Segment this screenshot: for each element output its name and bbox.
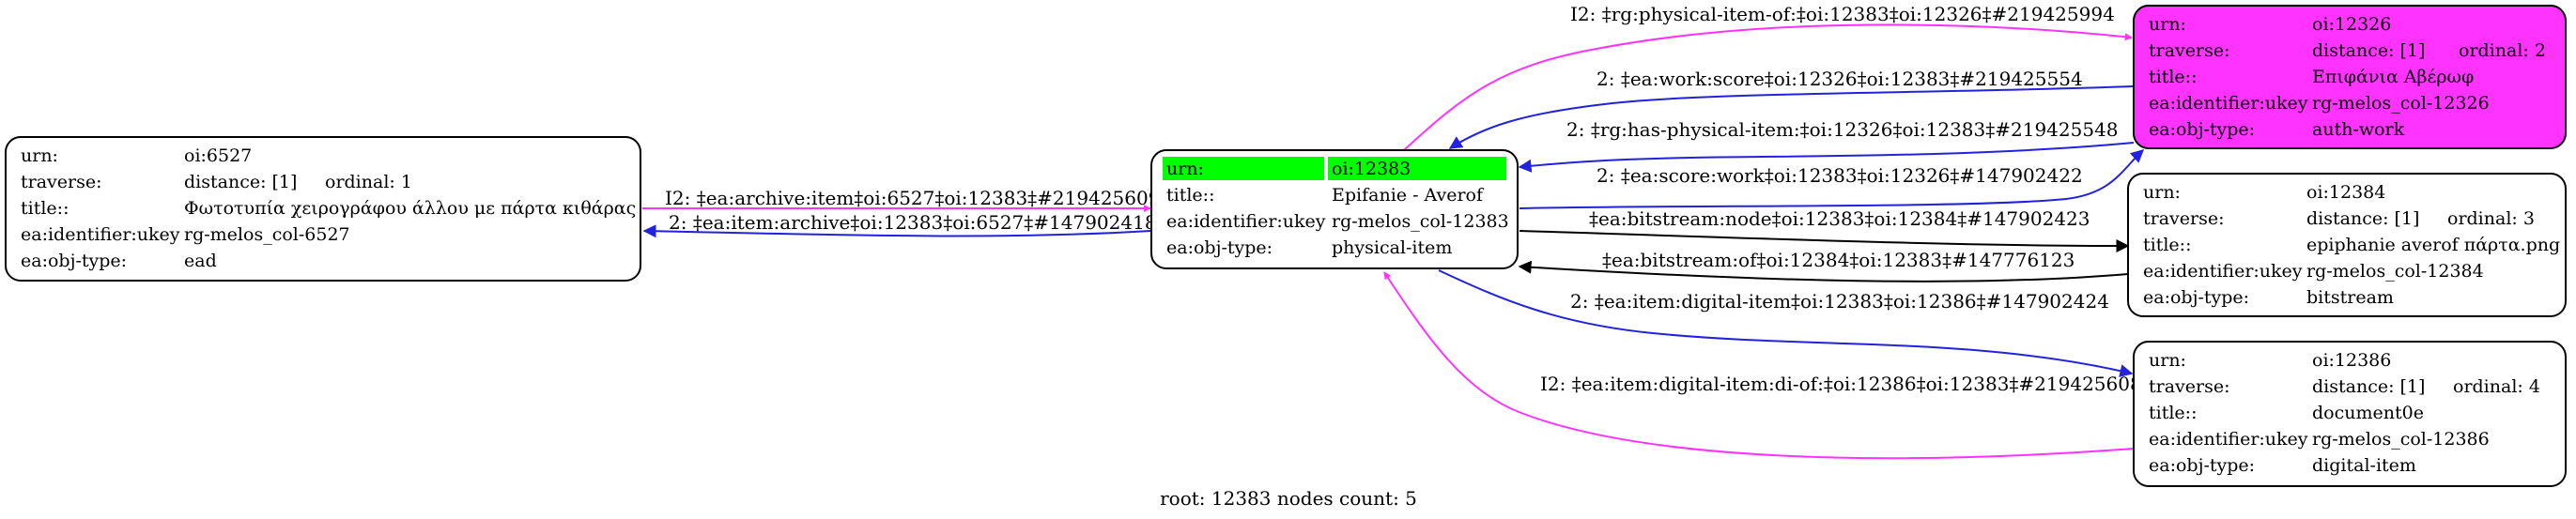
node-box [2133, 5, 2567, 149]
row-key-obj-type: ea:obj-type: [21, 251, 127, 271]
row-value-title: Epifanie - Averof [1332, 185, 1485, 206]
row-key-obj-type: ea:obj-type: [2149, 455, 2255, 476]
row-key-title: title:: [2149, 403, 2197, 423]
row-key-identifier: ea:identifier:ukey [2149, 429, 2308, 450]
row-value-obj-type: physical-item [1332, 237, 1452, 258]
row-key-traverse: traverse: [2149, 376, 2230, 397]
row-value-traverse: distance: [1] [2312, 40, 2425, 61]
graph-footer: root: 12383 nodes count: 5 [1160, 487, 1417, 510]
urn-key-highlight [1163, 157, 1324, 180]
edge-label-physical-item-of: I2: ‡rg:physical-item-of:‡oi:12383‡oi:12… [1570, 3, 2115, 25]
row-value-traverse: distance: [1] [2306, 208, 2419, 229]
node-box [2127, 173, 2567, 317]
edge-label-digital-item-di-of: I2: ‡ea:item:digital-item:di-of:‡oi:1238… [1540, 373, 2142, 395]
row-key-obj-type: ea:obj-type: [2143, 287, 2249, 308]
edge-label-item-digital-item: 2: ‡ea:item:digital-item‡oi:12383‡oi:123… [1570, 290, 2109, 313]
edge-work-score [1448, 85, 2135, 149]
edge-digital-item-di-of [1383, 271, 2135, 460]
row-key-identifier: ea:identifier:ukey [21, 224, 180, 245]
node-oi-12386[interactable]: urn: oi:12386 traverse: distance: [1] or… [2133, 341, 2567, 487]
row-value-obj-type: ead [184, 251, 217, 271]
row-key-traverse: traverse: [21, 172, 102, 192]
row-key-title: title:: [2149, 67, 2197, 87]
row-value-identifier: rg-melos_col-12383 [1332, 211, 1509, 232]
row-key-traverse: traverse: [2143, 208, 2225, 229]
row-key-traverse: traverse: [2149, 40, 2230, 61]
row-key-urn: urn: [1166, 159, 1204, 179]
row-key-urn: urn: [2143, 182, 2181, 203]
row-extra-ordinal: ordinal: 2 [2459, 40, 2546, 61]
row-key-title: title:: [21, 198, 69, 219]
row-key-obj-type: ea:obj-type: [1166, 237, 1273, 258]
row-value-title: epiphanie averof πάρτα.png [2306, 235, 2560, 255]
row-key-identifier: ea:identifier:ukey [2143, 261, 2303, 282]
node-oi-12384[interactable]: urn: oi:12384 traverse: distance: [1] or… [2127, 173, 2567, 317]
urn-value-highlight [1328, 157, 1506, 180]
row-key-urn: urn: [2149, 14, 2186, 35]
edge-label-bitstream-node: ‡ea:bitstream:node‡oi:12383‡oi:12384‡#14… [1589, 207, 2090, 230]
row-value-obj-type: bitstream [2306, 287, 2394, 308]
row-value-traverse: distance: [1] [2312, 376, 2425, 397]
row-value-title: Επιφάνια Αβέρωφ [2312, 67, 2474, 87]
edge-label-item-archive: 2: ‡ea:item:archive‡oi:12383‡oi:6527‡#14… [669, 211, 1157, 234]
row-value-title: document0e [2312, 403, 2424, 423]
node-oi-12326[interactable]: urn: oi:12326 traverse: distance: [1] or… [2133, 5, 2567, 149]
row-value-urn: oi:6527 [184, 145, 252, 166]
row-key-title: title:: [2143, 235, 2191, 255]
row-extra-ordinal: ordinal: 1 [325, 172, 412, 192]
row-value-traverse: distance: [1] [184, 172, 297, 192]
edge-label-work-score: 2: ‡ea:work:score‡oi:12326‡oi:12383‡#219… [1597, 68, 2083, 90]
row-value-identifier: rg-melos_col-12326 [2312, 93, 2490, 114]
edge-score-work [1519, 149, 2145, 209]
row-extra-ordinal: ordinal: 4 [2453, 376, 2540, 397]
row-value-obj-type: auth-work [2312, 119, 2405, 140]
edge-label-archive-item: I2: ‡ea:archive:item‡oi:6527‡oi:12383‡#2… [665, 187, 1160, 209]
edge-label-has-physical-item: 2: ‡rg:has-physical-item:‡oi:12326‡oi:12… [1566, 118, 2119, 141]
row-key-obj-type: ea:obj-type: [2149, 119, 2255, 140]
node-box [5, 136, 641, 282]
row-value-urn: oi:12383 [1332, 159, 1411, 179]
row-value-urn: oi:12384 [2306, 182, 2385, 203]
row-key-identifier: ea:identifier:ukey [1166, 211, 1326, 232]
node-oi-12383[interactable]: urn: oi:12383 title:: Epifanie - Averof … [1150, 149, 1519, 269]
edge-item-archive [642, 224, 1151, 238]
edge-label-bitstream-of: ‡ea:bitstream:of‡oi:12384‡oi:12383‡#1477… [1602, 249, 2075, 271]
edge-bitstream-of [1518, 260, 2129, 282]
edge-labels: I2: ‡ea:archive:item‡oi:6527‡oi:12383‡#2… [665, 3, 2142, 395]
edge-bitstream-node [1519, 230, 2130, 252]
row-key-identifier: ea:identifier:ukey [2149, 93, 2308, 114]
row-value-identifier: rg-melos_col-12386 [2312, 429, 2490, 450]
edge-physical-item-of [1403, 23, 2133, 151]
row-value-title: Φωτοτυπία χειρογράφου άλλου με πάρτα κιθ… [184, 198, 636, 219]
row-key-urn: urn: [2149, 350, 2186, 371]
edges [642, 23, 2145, 460]
edge-label-score-work: 2: ‡ea:score:work‡oi:12383‡oi:12326‡#147… [1597, 164, 2083, 187]
edge-item-digital-item [1438, 269, 2134, 377]
row-key-urn: urn: [21, 145, 58, 166]
node-box [2133, 341, 2567, 487]
row-extra-ordinal: ordinal: 3 [2447, 208, 2535, 229]
edge-has-physical-item [1518, 142, 2135, 173]
row-value-urn: oi:12326 [2312, 14, 2391, 35]
row-value-identifier: rg-melos_col-6527 [184, 224, 350, 245]
row-key-title: title:: [1166, 185, 1214, 206]
row-value-obj-type: digital-item [2312, 455, 2416, 476]
row-value-identifier: rg-melos_col-12384 [2306, 261, 2484, 282]
row-value-urn: oi:12386 [2312, 350, 2391, 371]
node-oi-6527[interactable]: urn: oi:6527 traverse: distance: [1] ord… [5, 136, 641, 282]
